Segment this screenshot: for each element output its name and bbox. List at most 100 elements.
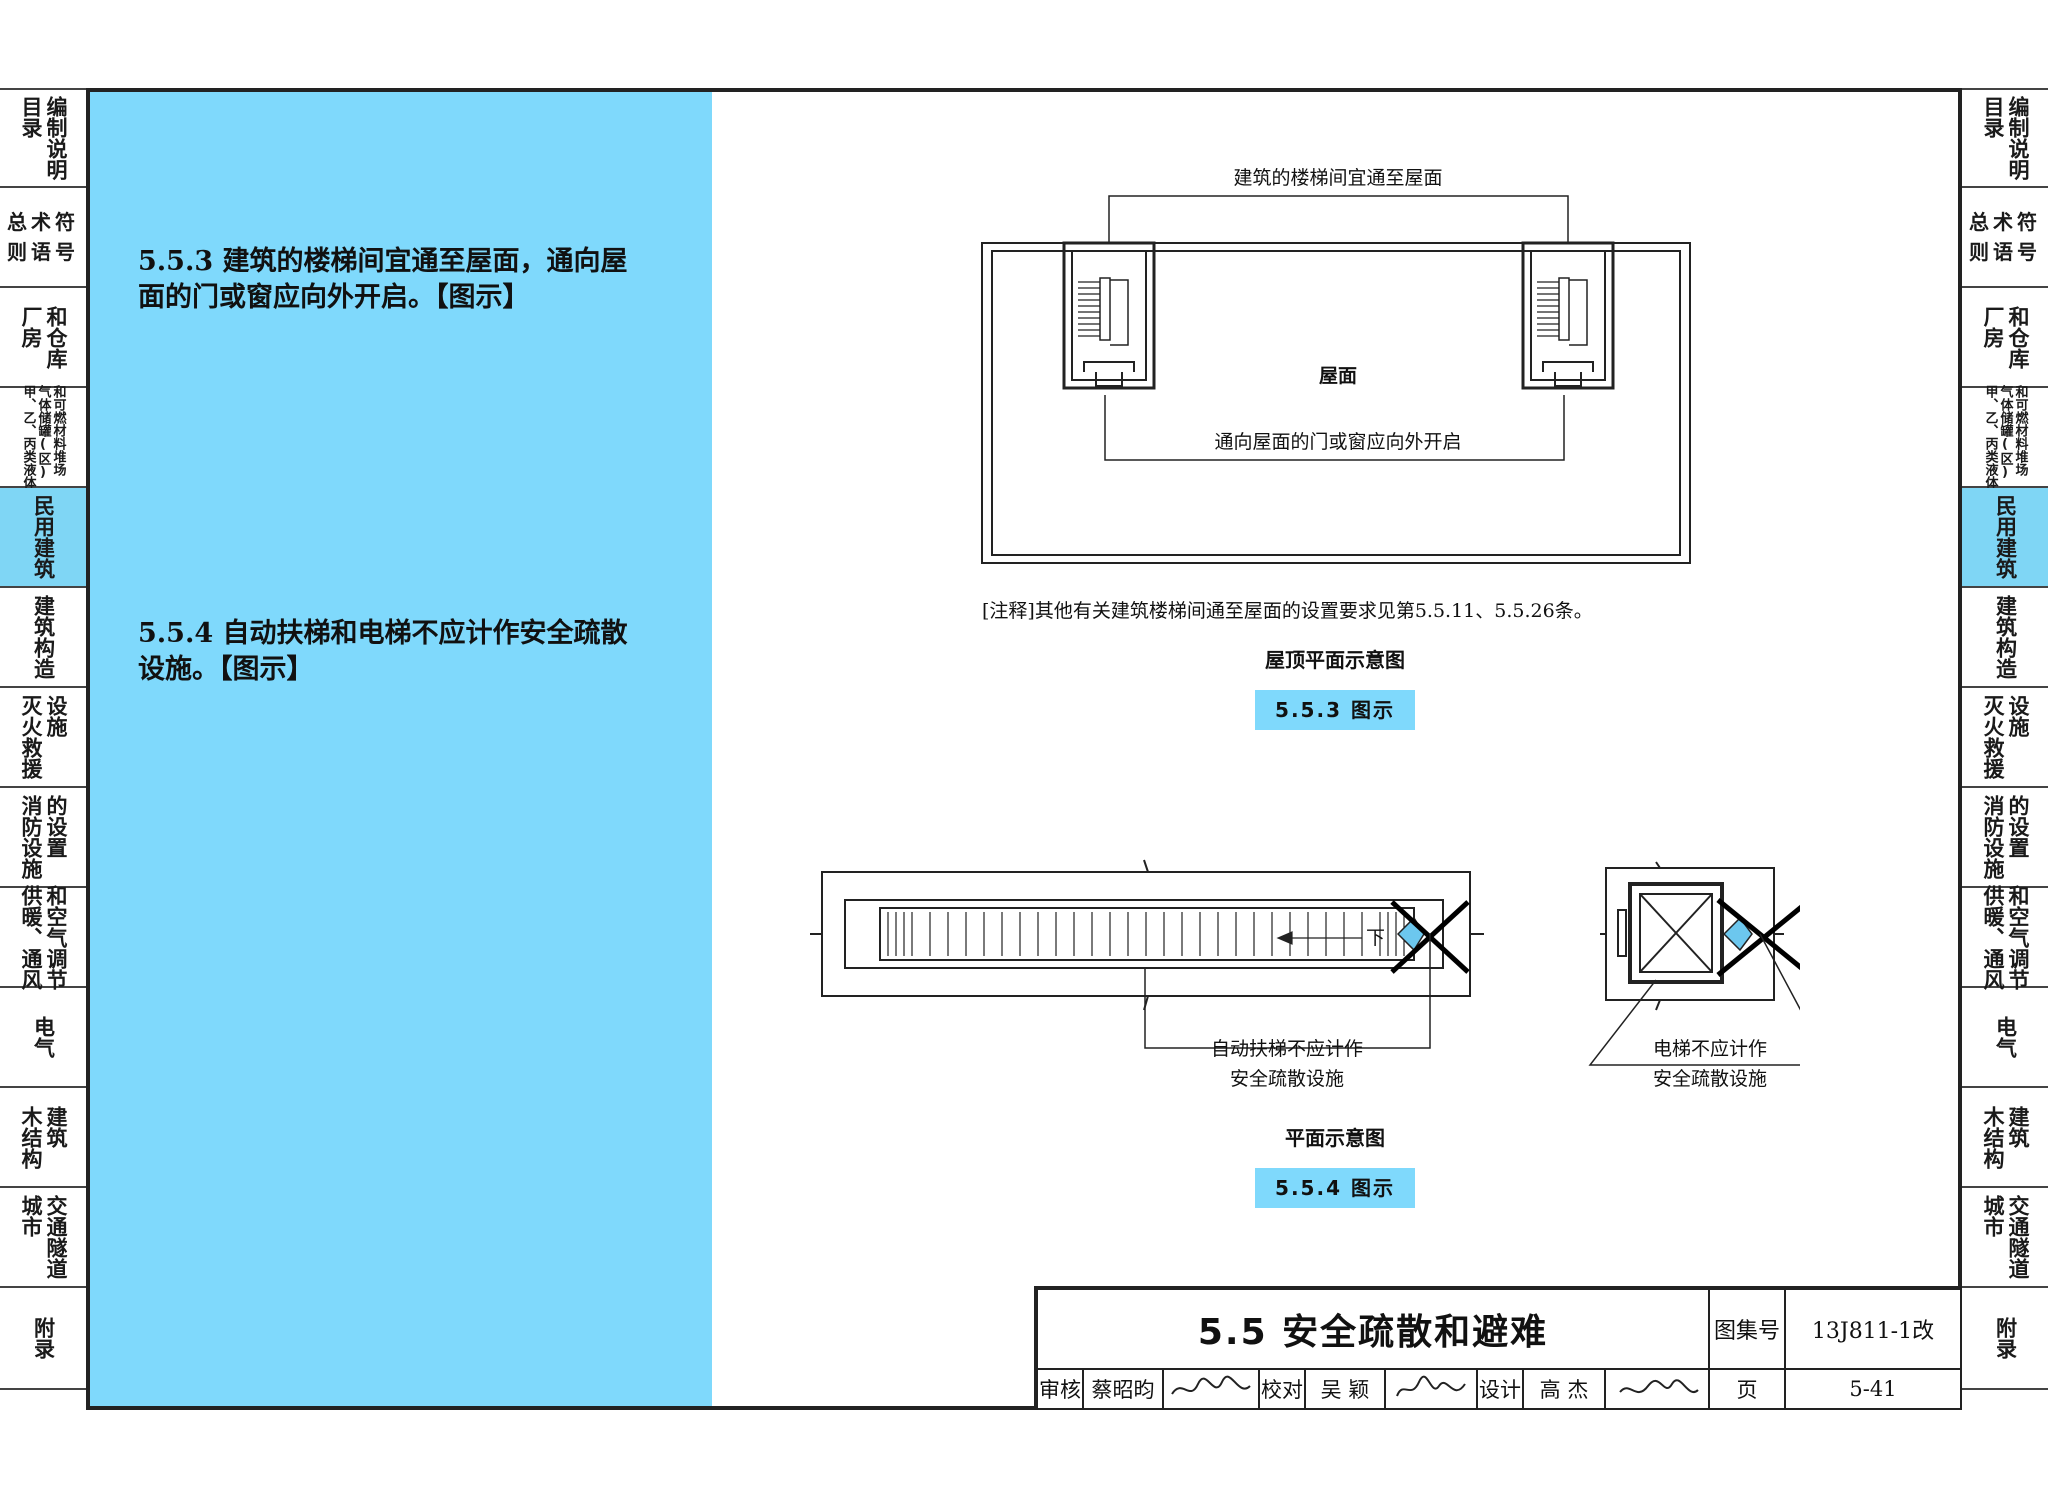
fig553-note: [注释]其他有关建筑楼梯间通至屋面的设置要求见第5.5.11、5.5.26条。: [982, 600, 1593, 622]
page-number: 5-41: [1786, 1370, 1962, 1410]
tab-label-column: 民用建筑: [1993, 495, 2018, 579]
clause-text-panel: [90, 92, 712, 1406]
tab-label-column: 设施: [2006, 695, 2030, 737]
tab-label-column: 城市: [1981, 1195, 2005, 1237]
left-tab-5[interactable]: 建筑构造: [0, 588, 86, 688]
elevator-label-2: 安全疏散设施: [1652, 1068, 1767, 1090]
tab-label: 编制说明目录: [1981, 96, 2030, 180]
right-tab-10[interactable]: 建筑木结构: [1962, 1088, 2048, 1188]
tab-label-column: 消防设施: [1981, 795, 2005, 879]
elevator-icon: [1600, 861, 1784, 1011]
tab-label-row: 总术符: [1969, 210, 2041, 234]
tab-label-row: 总术符: [7, 210, 79, 234]
tab-label-column: 气体储罐(区): [1997, 385, 2013, 480]
fig553-roof-label: 屋面: [1319, 365, 1357, 387]
tab-label-row: 则语号: [1969, 240, 2041, 264]
tab-label-column: 城市: [19, 1195, 43, 1237]
fig553-badge: 5.5.3 图示: [1255, 690, 1415, 730]
tab-label-column: 建筑构造: [31, 595, 56, 679]
tab-label: 的设置消防设施: [1981, 795, 2030, 879]
section-title: 5.5 安全疏散和避难: [1038, 1290, 1710, 1370]
tab-label-column: 交通隧道: [2006, 1195, 2030, 1279]
tab-label: 附录: [1994, 1317, 2018, 1359]
tab-label-column: 民用建筑: [31, 495, 56, 579]
elevator-label-1: 电梯不应计作: [1652, 1038, 1767, 1060]
right-tab-5[interactable]: 建筑构造: [1962, 588, 2048, 688]
tab-label: 总术符则语号: [1969, 207, 2041, 267]
tab-label-column: 交通隧道: [44, 1195, 68, 1279]
fig553-caption: 屋顶平面示意图: [1265, 648, 1405, 672]
tab-label: 和空气调节供暖、通风: [1981, 884, 2030, 990]
tab-label: 和仓库厂房: [1981, 305, 2030, 369]
right-tab-0[interactable]: 编制说明目录: [1962, 88, 2048, 188]
elevator-label: 电梯不应计作 安全疏散设施: [1600, 1034, 1820, 1094]
tab-label: 民用建筑: [1993, 495, 2018, 579]
right-tab-8[interactable]: 和空气调节供暖、通风: [1962, 884, 2048, 990]
clause-5-5-4-line1: 5.5.4 自动扶梯和电梯不应计作安全疏散: [138, 618, 628, 649]
escalator-icon: [887, 912, 1405, 956]
right-tab-11[interactable]: 交通隧道城市: [1962, 1188, 2048, 1288]
tab-label-column: 和空气调节: [44, 884, 68, 990]
left-tab-6[interactable]: 设施灭火救援: [0, 688, 86, 788]
tab-label-column: 供暖、通风: [1981, 884, 2005, 990]
title-block: 5.5 安全疏散和避难 图集号 13J811-1改 审核 蔡昭昀 校对 吴 颖 …: [1034, 1286, 1962, 1410]
tab-label-column: 甲、乙、丙类液体: [1982, 385, 1998, 489]
clause-5-5-3-line2: 面的门或窗应向外开启。【图示】: [138, 282, 530, 313]
right-tab-3[interactable]: 和可燃材料堆场气体储罐(区)甲、乙、丙类液体: [1962, 385, 2048, 489]
tab-label-column: 和仓库: [2006, 305, 2030, 369]
tab-label-column: 木结构: [1981, 1105, 2005, 1169]
tab-label-column: 编制说明: [44, 96, 68, 180]
elevator-exit-marker: [1722, 916, 1753, 952]
tab-label-column: 气体储罐(区): [35, 385, 51, 480]
tab-label-column: 目录: [1981, 96, 2005, 138]
clause-5-5-4: 5.5.4 自动扶梯和电梯不应计作安全疏散 设施。【图示】: [138, 616, 698, 688]
tab-label: 民用建筑: [31, 495, 56, 579]
left-tab-7[interactable]: 的设置消防设施: [0, 788, 86, 888]
left-tab-2[interactable]: 和仓库厂房: [0, 288, 86, 388]
tab-label: 和可燃材料堆场气体储罐(区)甲、乙、丙类液体: [1982, 385, 2028, 489]
tab-label-column: 和空气调节: [2006, 884, 2030, 990]
tab-label: 总术符则语号: [7, 207, 79, 267]
left-tab-3[interactable]: 和可燃材料堆场气体储罐(区)甲、乙、丙类液体: [0, 385, 86, 489]
tab-label: 的设置消防设施: [19, 795, 68, 879]
fig553-top-label: 建筑的楼梯间宜通至屋面: [1233, 167, 1442, 189]
tab-label: 设施灭火救援: [19, 695, 68, 779]
checker-signature: [1386, 1370, 1478, 1410]
right-tab-9[interactable]: 电气: [1962, 988, 2048, 1088]
left-tab-10[interactable]: 建筑木结构: [0, 1088, 86, 1188]
tab-label-column: 供暖、通风: [19, 884, 43, 990]
clause-5-5-4-line2: 设施。【图示】: [138, 654, 314, 685]
left-tab-8[interactable]: 和空气调节供暖、通风: [0, 884, 86, 990]
tab-label: 编制说明目录: [19, 96, 68, 180]
tab-label-column: 的设置: [44, 795, 68, 858]
right-tab-6[interactable]: 设施灭火救援: [1962, 688, 2048, 788]
right-tab-7[interactable]: 的设置消防设施: [1962, 788, 2048, 888]
escalator-label-1: 自动扶梯不应计作: [1210, 1038, 1363, 1060]
tab-label: 建筑木结构: [1981, 1105, 2030, 1169]
right-tab-1[interactable]: 总术符则语号: [1962, 188, 2048, 288]
left-tab-9[interactable]: 电气: [0, 988, 86, 1088]
checker-name: 吴 颖: [1306, 1370, 1386, 1410]
fig554-caption: 平面示意图: [1285, 1126, 1385, 1150]
left-tab-1[interactable]: 总术符则语号: [0, 188, 86, 288]
tab-label-column: 和仓库: [44, 305, 68, 369]
right-tab-2[interactable]: 和仓库厂房: [1962, 288, 2048, 388]
tab-label-column: 的设置: [2006, 795, 2030, 858]
fig553-door-label: 通向屋面的门或窗应向外开启: [1214, 431, 1461, 453]
escalator-label-2: 安全疏散设施: [1229, 1068, 1344, 1090]
atlas-number: 13J811-1改: [1786, 1290, 1962, 1370]
tab-label-column: 附录: [31, 1317, 56, 1359]
tab-label-column: 建筑构造: [1993, 595, 2018, 679]
tab-label-column: 厂房: [19, 305, 43, 348]
review-label: 审核: [1038, 1370, 1084, 1410]
page-label: 页: [1710, 1370, 1786, 1410]
left-tab-0[interactable]: 编制说明目录: [0, 88, 86, 188]
tab-label-row: 则语号: [7, 240, 79, 264]
figure-5-5-4-plan: 下: [810, 859, 1800, 1066]
left-tab-12[interactable]: 附录: [0, 1288, 86, 1390]
tab-label-column: 电气: [1993, 1016, 2018, 1058]
left-tab-11[interactable]: 交通隧道城市: [0, 1188, 86, 1288]
right-tab-12[interactable]: 附录: [1962, 1288, 2048, 1390]
left-tab-4[interactable]: 民用建筑: [0, 488, 86, 588]
right-tab-4[interactable]: 民用建筑: [1962, 488, 2048, 588]
